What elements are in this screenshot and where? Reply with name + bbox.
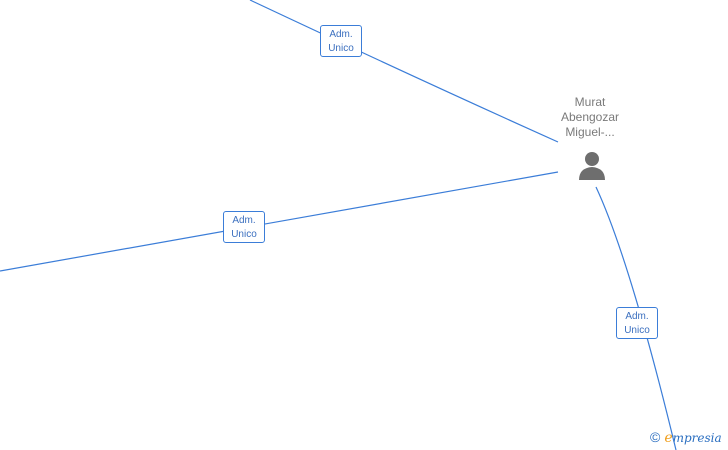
person-icon[interactable]	[576, 150, 608, 182]
edge-line-top	[249, 0, 559, 143]
edge-line-left	[0, 171, 559, 272]
edge-label-role: Adm.	[329, 29, 353, 40]
edge-label-role-detail: Unico	[624, 325, 650, 336]
copyright-icon: ©	[650, 429, 661, 445]
edge-label-role-detail: Unico	[231, 229, 257, 240]
edge-label-role-detail: Unico	[328, 43, 354, 54]
person-node-name[interactable]: Murat Abengozar Miguel-...	[548, 95, 632, 140]
edge-label-left[interactable]: Adm. Unico	[223, 211, 265, 243]
edge-line-bottom	[595, 186, 677, 450]
brand-logo-text: mpresia	[672, 431, 722, 445]
brand-logo-initial: e	[664, 430, 673, 446]
person-name-line: Abengozar	[560, 110, 620, 124]
empresia-watermark: ©empresia	[650, 429, 722, 447]
edge-label-role: Adm.	[232, 215, 256, 226]
person-name-line: Miguel-...	[565, 125, 615, 139]
edge-label-top[interactable]: Adm. Unico	[320, 25, 362, 57]
person-name-line: Murat	[574, 95, 606, 109]
edge-label-bottom[interactable]: Adm. Unico	[616, 307, 658, 339]
edge-label-role: Adm.	[625, 311, 649, 322]
